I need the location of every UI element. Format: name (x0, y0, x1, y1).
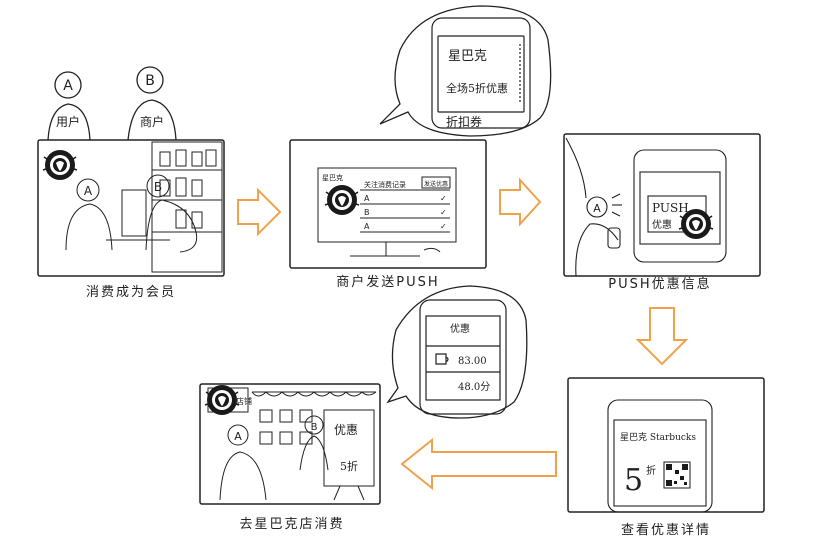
panel-merchant-push: 星巴克 关注消费记录 发送优惠 A B A ✓ ✓ ✓ 商户发送PUSH (289, 139, 487, 290)
send-offer-button: 发送优惠 (424, 180, 448, 188)
merchant-b-badge: B (145, 73, 155, 89)
coupon-label: 折扣券 (446, 114, 482, 129)
caption-store-visit: 去星巴克店消费 (239, 517, 344, 532)
row-2: B (364, 208, 370, 217)
caption-become-member: 消费成为会员 (86, 285, 176, 300)
caption-view-details: 查看优惠详情 (621, 522, 711, 538)
arrow-down (635, 307, 689, 366)
arrow-right-2 (499, 177, 542, 227)
panel1-person-b: B (154, 180, 162, 194)
screen-header: 关注消费记录 (364, 180, 406, 189)
panel-store-visit: 店铺 A B 优惠 5折 去星巴克店消费 (199, 383, 381, 532)
store-offer-title: 优惠 (450, 322, 470, 335)
user-a-figure: A 用户 (47, 71, 91, 141)
poster-title: 优惠 (334, 423, 358, 437)
coupon-offer: 全场5折优惠 (446, 81, 508, 95)
price-original: 83.00 (458, 356, 487, 367)
panel-push-notice: A PUSH 优惠 PUSH优惠信息 (563, 133, 761, 292)
user-a-label: 用户 (56, 114, 80, 129)
arrow-left (400, 437, 557, 491)
caption-push-notice: PUSH优惠信息 (608, 276, 711, 292)
bubble-store-offer: 优惠 83.00 48.0分 (386, 285, 528, 419)
bubble-coupon: 星巴克 全场5折优惠 折扣券 (379, 5, 552, 137)
row-1: A (364, 194, 370, 203)
row-3: A (364, 222, 370, 231)
panel-become-member: A B 消费成为会员 (37, 139, 225, 300)
price-discounted: 48.0分 (458, 381, 490, 393)
panel3-person-a: A (593, 202, 601, 215)
poster-value: 5折 (340, 459, 358, 473)
arrow-right-1 (237, 187, 282, 237)
check-icon: ✓ (440, 208, 447, 217)
coupon-brand: 星巴克 (448, 49, 487, 64)
qr-code-icon (663, 461, 691, 489)
panel-view-details: 星巴克 Starbucks 5 折 查看优惠详情 (567, 377, 765, 538)
detail-discount-number: 5 (624, 463, 643, 498)
caption-merchant-push: 商户发送PUSH (336, 274, 439, 290)
check-icon: ✓ (440, 222, 447, 231)
screen-title: 星巴克 (322, 174, 343, 182)
push-title: PUSH (652, 201, 689, 215)
panel1-person-a: A (84, 184, 93, 198)
push-offer: 优惠 (652, 218, 672, 231)
user-a-badge: A (63, 78, 73, 94)
detail-discount-unit: 折 (646, 464, 656, 477)
store-name: 店铺 (236, 396, 252, 406)
check-icon: ✓ (440, 194, 447, 203)
merchant-b-figure: B 商户 (127, 66, 177, 141)
detail-header: 星巴克 Starbucks (620, 432, 696, 443)
panel5-person-b: B (311, 422, 318, 433)
panel5-person-a: A (234, 430, 242, 443)
customer-node: A 用户 B 商户 (47, 66, 177, 141)
merchant-b-label: 商户 (140, 114, 164, 129)
